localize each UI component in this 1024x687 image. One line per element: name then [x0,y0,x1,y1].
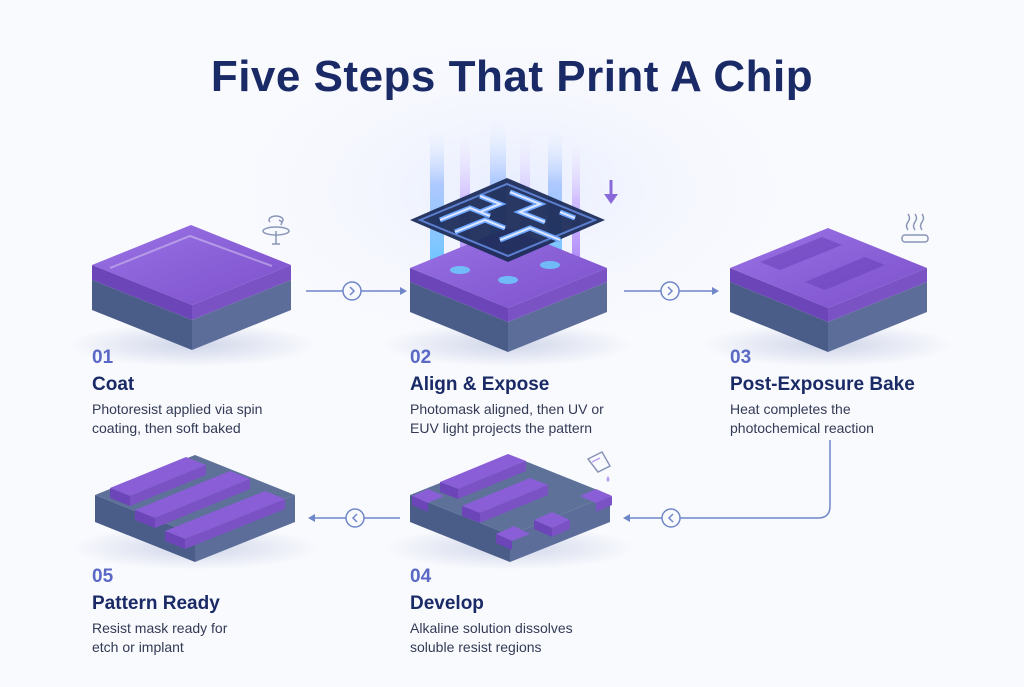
resist-top-face [92,225,291,305]
step-4-text: 04 Develop Alkaline solution dissolves s… [410,566,670,657]
step-3-wafer [702,228,952,367]
heat-plate-icon [901,213,929,243]
step-title: Develop [410,593,484,614]
description-line: Alkaline solution dissolves [410,620,573,636]
step-5-wafer [70,455,320,570]
step-number: 05 [92,566,114,587]
step-2-text: 02 Align & Expose Photomask aligned, the… [410,347,670,438]
step-number: 02 [410,347,432,368]
resist-lines [110,457,285,549]
step-description: Resist mask ready for etch or implant [92,619,352,657]
step-description: Photomask aligned, then UV or EUV light … [410,400,670,438]
connector-1-2 [306,281,407,301]
description-line: Photomask aligned, then UV or [410,401,604,417]
description-line: Resist mask ready for [92,620,228,636]
step-description: Heat completes the photochemical reactio… [730,400,990,438]
step-4-wafer [385,454,635,570]
step-1-wafer [67,225,317,367]
pouring-beaker-icon [586,451,612,482]
step-title: Post-Exposure Bake [730,374,915,395]
photomask [410,178,605,262]
step-title: Pattern Ready [92,593,220,614]
down-arrow-icon [604,180,618,204]
step-description: Photoresist applied via spin coating, th… [92,400,352,438]
step-title: Align & Expose [410,374,550,395]
description-line: Photoresist applied via spin [92,401,263,417]
description-line: EUV light projects the pattern [410,420,593,436]
chevron-left-icon [661,508,681,528]
spin-coater-icon [262,215,290,245]
step-1-text: 01 Coat Photoresist applied via spin coa… [92,347,352,438]
step-description: Alkaline solution dissolves soluble resi… [410,619,670,657]
chevron-right-icon [660,281,680,301]
step-5-text: 05 Pattern Ready Resist mask ready for e… [92,566,352,657]
chevron-left-icon [345,508,365,528]
chevron-right-icon [342,281,362,301]
step-3-text: 03 Post-Exposure Bake Heat completes the… [730,347,990,438]
resist-pattern [412,454,612,550]
substrate-left-face [92,280,192,350]
description-line: photochemical reaction [730,420,874,436]
description-line: soluble resist regions [410,639,542,655]
light-beam [430,120,444,280]
step-title: Coat [92,374,135,395]
connector-2-3 [624,281,719,301]
step-number: 03 [730,347,752,368]
connector-4-5 [308,508,400,528]
step-number: 01 [92,347,114,368]
step-number: 04 [410,566,432,587]
connector-3-4 [623,440,831,528]
step-2-wafer [382,110,632,367]
description-line: Heat completes the [730,401,851,417]
page-title: Five Steps That Print A Chip [210,52,814,101]
description-line: etch or implant [92,639,184,655]
substrate-right-face [192,280,291,350]
description-line: coating, then soft baked [92,420,241,436]
